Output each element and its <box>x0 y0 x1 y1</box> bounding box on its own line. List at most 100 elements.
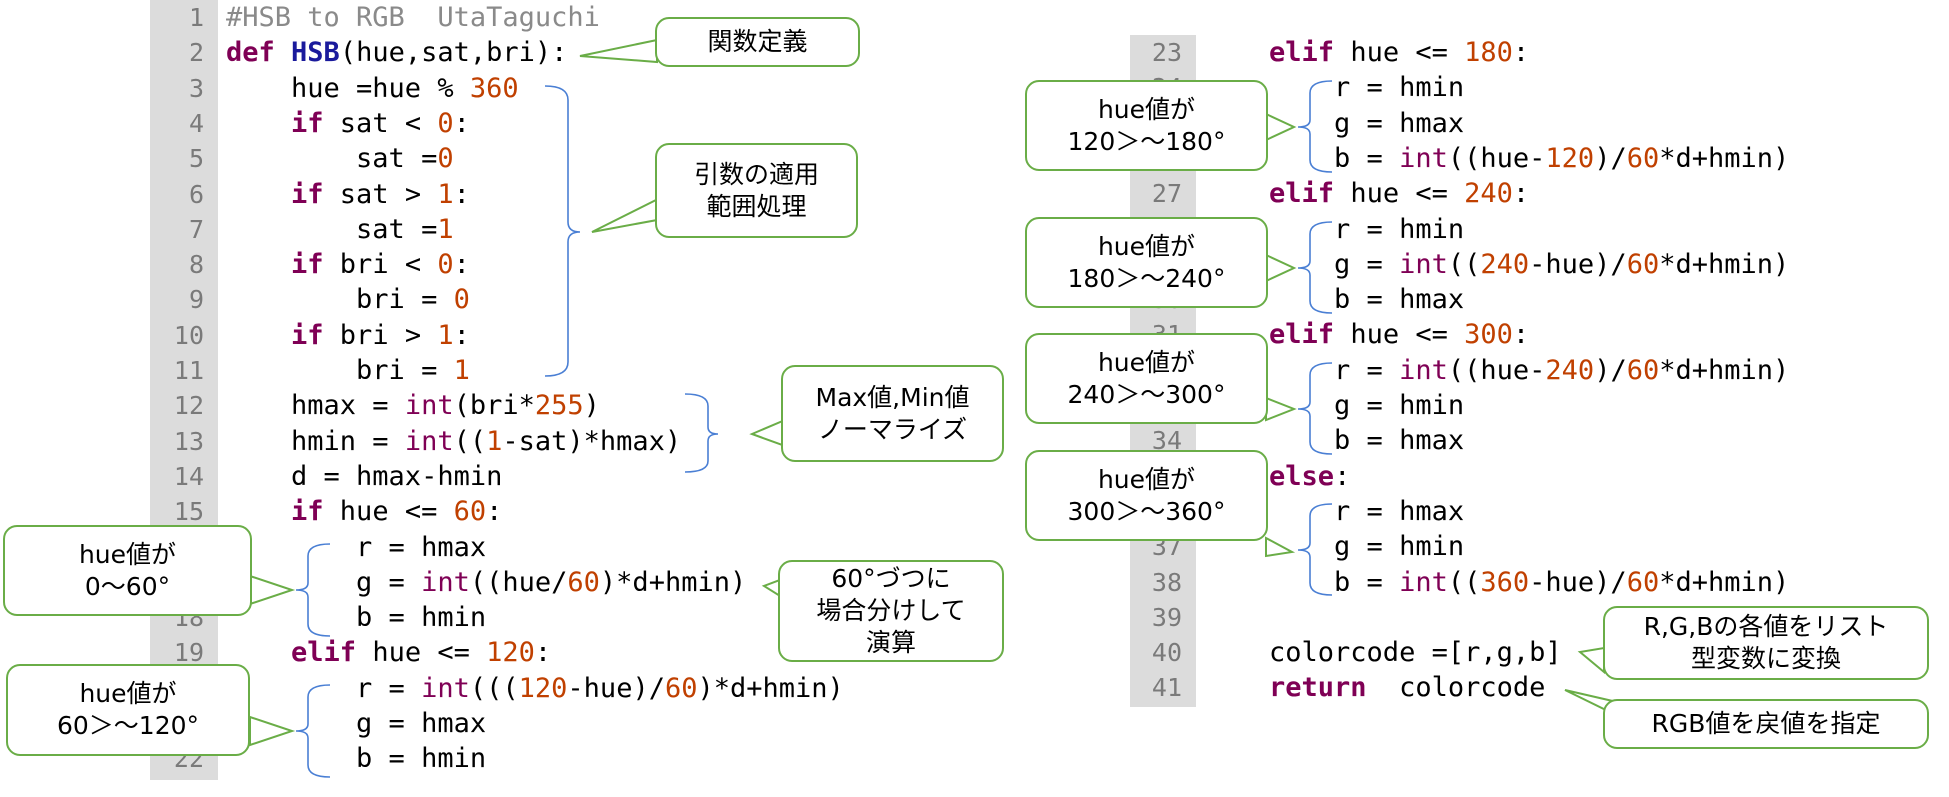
code-token: : <box>1334 460 1351 492</box>
line-number: 39 <box>1151 602 1182 632</box>
code-token: : <box>453 107 470 139</box>
line-number: 6 <box>188 179 204 209</box>
code-line: 5 sat =0 <box>150 141 890 176</box>
code-text: r = hmax <box>1204 494 1464 529</box>
code-token: g = hmin <box>1204 531 1465 563</box>
code-token: hue =hue % <box>226 72 470 104</box>
code-text: b = hmin <box>226 600 486 635</box>
code-text: hmax = int(bri*255) <box>226 388 600 423</box>
code-token: ((( <box>469 672 519 704</box>
code-token: : <box>453 178 470 210</box>
code-token: 60 <box>567 566 600 598</box>
code-token: *d+hmin) <box>1659 354 1790 386</box>
code-text: sat =1 <box>226 212 454 247</box>
code-token: return <box>1269 672 1367 704</box>
code-token: : <box>1512 319 1530 351</box>
code-text: hmin = int((1-sat)*hmax) <box>226 424 681 459</box>
code-token: 1 <box>486 425 503 457</box>
code-text: if sat > 1: <box>226 177 470 212</box>
code-line: 20 r = int(((120-hue)/60)*d+hmin) <box>150 671 890 706</box>
callout-text-line: 範囲処理 <box>706 191 807 221</box>
code-text: b = hmin <box>226 741 486 776</box>
line-number: 38 <box>1151 567 1182 597</box>
code-token: )*d+hmin) <box>599 566 747 598</box>
callout-text-line: hue値が <box>79 679 177 708</box>
code-line: 15 if hue <= 60: <box>150 494 890 529</box>
code-line: 26 b = int((hue-120)/60*d+hmin) <box>1130 141 1830 176</box>
code-token: int <box>1399 566 1448 598</box>
left-line-number-gutter <box>150 0 218 780</box>
code-line: 14 d = hmax-hmin <box>150 459 890 494</box>
code-token: r = hmax <box>226 531 487 563</box>
code-token: -hue)/ <box>1529 566 1627 598</box>
callout-text-line: 120＞〜180° <box>1067 126 1226 156</box>
code-token: hue <= <box>323 496 454 528</box>
code-token: g = hmax <box>226 708 487 739</box>
code-line: 38 b = int((360-hue)/60*d+hmin) <box>1130 565 1830 600</box>
code-line: 6 if sat > 1: <box>150 177 890 212</box>
code-line: 22 b = hmin <box>150 741 890 776</box>
code-text: r = hmin <box>1204 70 1464 105</box>
code-text: b = hmax <box>1204 282 1464 317</box>
code-token: 0 <box>437 107 454 139</box>
code-line: 1#HSB to RGB UtaTaguchi <box>150 0 890 35</box>
code-text: r = hmax <box>226 530 486 565</box>
code-token: 60 <box>1626 566 1660 598</box>
code-token: colorcode =[r,g,b] <box>1204 637 1562 669</box>
code-token: 1 <box>453 355 470 386</box>
callout-text-line: 演算 <box>865 628 916 657</box>
code-token: hue <= <box>356 637 487 669</box>
line-number: 5 <box>188 144 204 174</box>
code-token: 120 <box>1545 142 1595 174</box>
code-token: 120 <box>518 672 568 704</box>
code-token <box>226 249 291 280</box>
code-token: r = hmax <box>1204 495 1465 527</box>
callout-text-line: 60°づつに <box>831 564 951 593</box>
code-token: 360 <box>469 72 519 104</box>
code-token <box>226 179 291 210</box>
code-text: def HSB(hue,sat,bri): <box>226 35 567 70</box>
code-token: b = <box>1204 142 1400 174</box>
code-token: ((hue- <box>1447 354 1546 386</box>
code-token <box>226 108 291 139</box>
code-token: int <box>1399 354 1448 386</box>
code-token: 60 <box>664 672 698 704</box>
code-token: 60 <box>1626 354 1660 386</box>
code-token: int <box>421 566 470 598</box>
code-token: hmax = <box>226 390 405 422</box>
code-token: b = hmin <box>226 602 487 634</box>
code-token: bri = <box>226 355 454 386</box>
code-token: : <box>1512 37 1530 68</box>
code-line: 34 b = hmax <box>1130 423 1830 458</box>
code-text: if hue <= 60: <box>226 494 502 529</box>
callout-normalize: Max値,Min値ノーマライズ <box>781 365 1004 462</box>
line-number: 12 <box>173 391 204 421</box>
code-token: r = hmin <box>1204 72 1465 104</box>
code-line: 11 bri = 1 <box>150 353 890 388</box>
code-token: 1 <box>437 178 454 210</box>
code-token: d = hmax-hmin <box>226 460 503 492</box>
line-number: 4 <box>188 108 204 138</box>
callout-arg-range: 引数の適用範囲処理 <box>655 143 858 238</box>
code-text: if bri < 0: <box>226 247 470 282</box>
code-token: if <box>291 496 324 528</box>
code-line: 17 g = int((hue/60)*d+hmin) <box>150 565 890 600</box>
code-token: 0 <box>437 249 454 281</box>
code-line: 21 g = hmax <box>150 706 890 741</box>
code-token: sat > <box>323 178 438 210</box>
code-token: HSB <box>291 37 340 69</box>
line-number: 11 <box>173 356 204 385</box>
code-token: else <box>1269 460 1335 492</box>
code-text: d = hmax-hmin <box>226 459 502 494</box>
code-token: int <box>404 390 454 422</box>
code-token: ((hue- <box>1447 142 1546 174</box>
code-token: 60 <box>1626 142 1660 174</box>
code-token: hue <= <box>1334 37 1465 68</box>
code-token <box>1204 178 1269 209</box>
code-line: 27 elif hue <= 240: <box>1130 176 1830 211</box>
code-token: )/ <box>1594 354 1627 386</box>
callout-text-line: ノーマライズ <box>817 414 968 444</box>
code-line: 33 g = hmin <box>1130 388 1830 423</box>
code-token: 255 <box>534 390 584 422</box>
callout-text-line: 240＞〜300° <box>1067 379 1226 409</box>
